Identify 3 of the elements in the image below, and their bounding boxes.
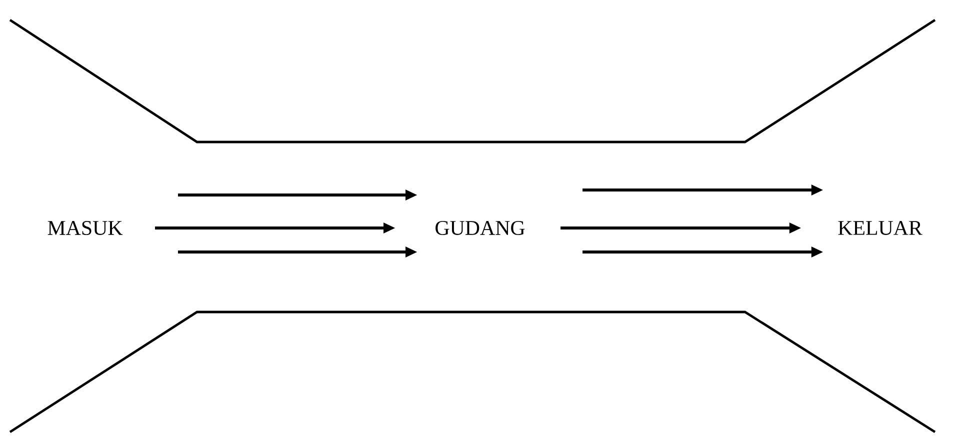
node-label: KELUAR — [838, 220, 922, 235]
node-label: MASUK — [48, 220, 123, 236]
node-label: GUDANG — [436, 220, 525, 236]
